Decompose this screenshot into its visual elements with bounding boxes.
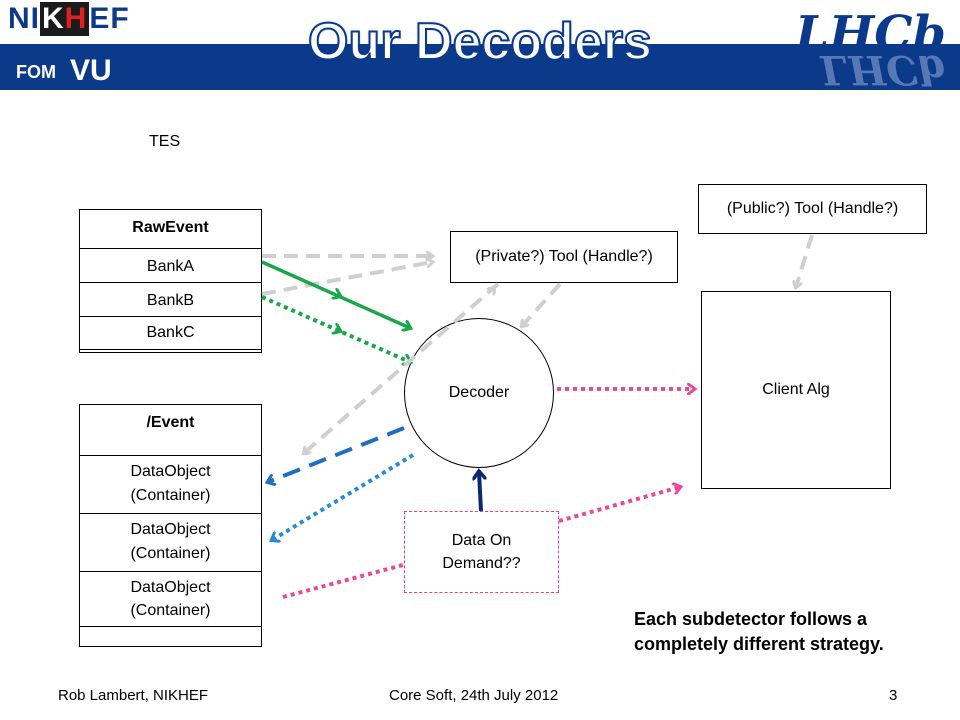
private-tool-box: (Private?) Tool (Handle?) [450,231,678,283]
arrow-decoder-to-dataobject1 [268,426,405,482]
title-band [0,44,960,90]
data-object-1: DataObject (Container) [80,455,261,511]
bank-b: BankB [80,282,261,318]
data-object-3: DataObject (Container) [80,571,261,627]
arrow-dod-to-client [558,487,680,523]
arrow-bankb-to-tool [261,262,432,296]
fom-logo: FOM [16,62,56,82]
event-title: /Event [146,414,195,432]
strategy-note-line2: completely different strategy. [634,634,884,655]
client-alg-box: Client Alg [701,291,891,489]
arrow-dod-to-decoder [479,472,481,512]
page-title: Our Decoders [307,12,653,72]
arrow-decoder-to-tool [452,288,494,336]
title-bar: NIKHEF FOM VU Our Decoders LHCb LHCb [0,0,960,93]
strategy-note-line1: Each subdetector follows a [634,609,868,629]
bank-c: BankC [80,316,261,350]
tes-label: TES [149,133,181,150]
data-on-demand-box: Data On Demand?? [404,511,559,593]
decoder-circle: Decoder [404,318,554,468]
data-object-2: DataObject (Container) [80,513,261,569]
footer-event: Core Soft, 24th July 2012 [389,687,559,704]
event-stack: /Event DataObject (Container) DataObject… [79,404,262,647]
nikhef-logo: NIKHEF [8,2,130,36]
strategy-note: Each subdetector follows a completely di… [634,607,884,657]
arrow-bankb-to-decoder [261,295,410,362]
footer-page-number: 3 [889,687,898,704]
arrow-dataobject3-to-dod [282,563,404,599]
public-tool-box: (Public?) Tool (Handle?) [698,184,927,234]
arrow-public-tool-to-client [796,234,814,287]
arrow-tool-to-decoder [522,282,562,326]
vu-logo: VU [70,54,112,87]
arrow-banka-to-decoder [261,260,410,328]
bank-a: BankA [80,248,261,284]
arrow-decoder-to-dataobject2 [272,453,415,540]
rawevent-title: RawEvent [132,219,209,237]
rawevent-stack: RawEvent BankA BankB BankC [79,209,262,353]
footer-author: Rob Lambert, NIKHEF [58,687,209,704]
lhcb-logo: LHCb [795,6,946,62]
